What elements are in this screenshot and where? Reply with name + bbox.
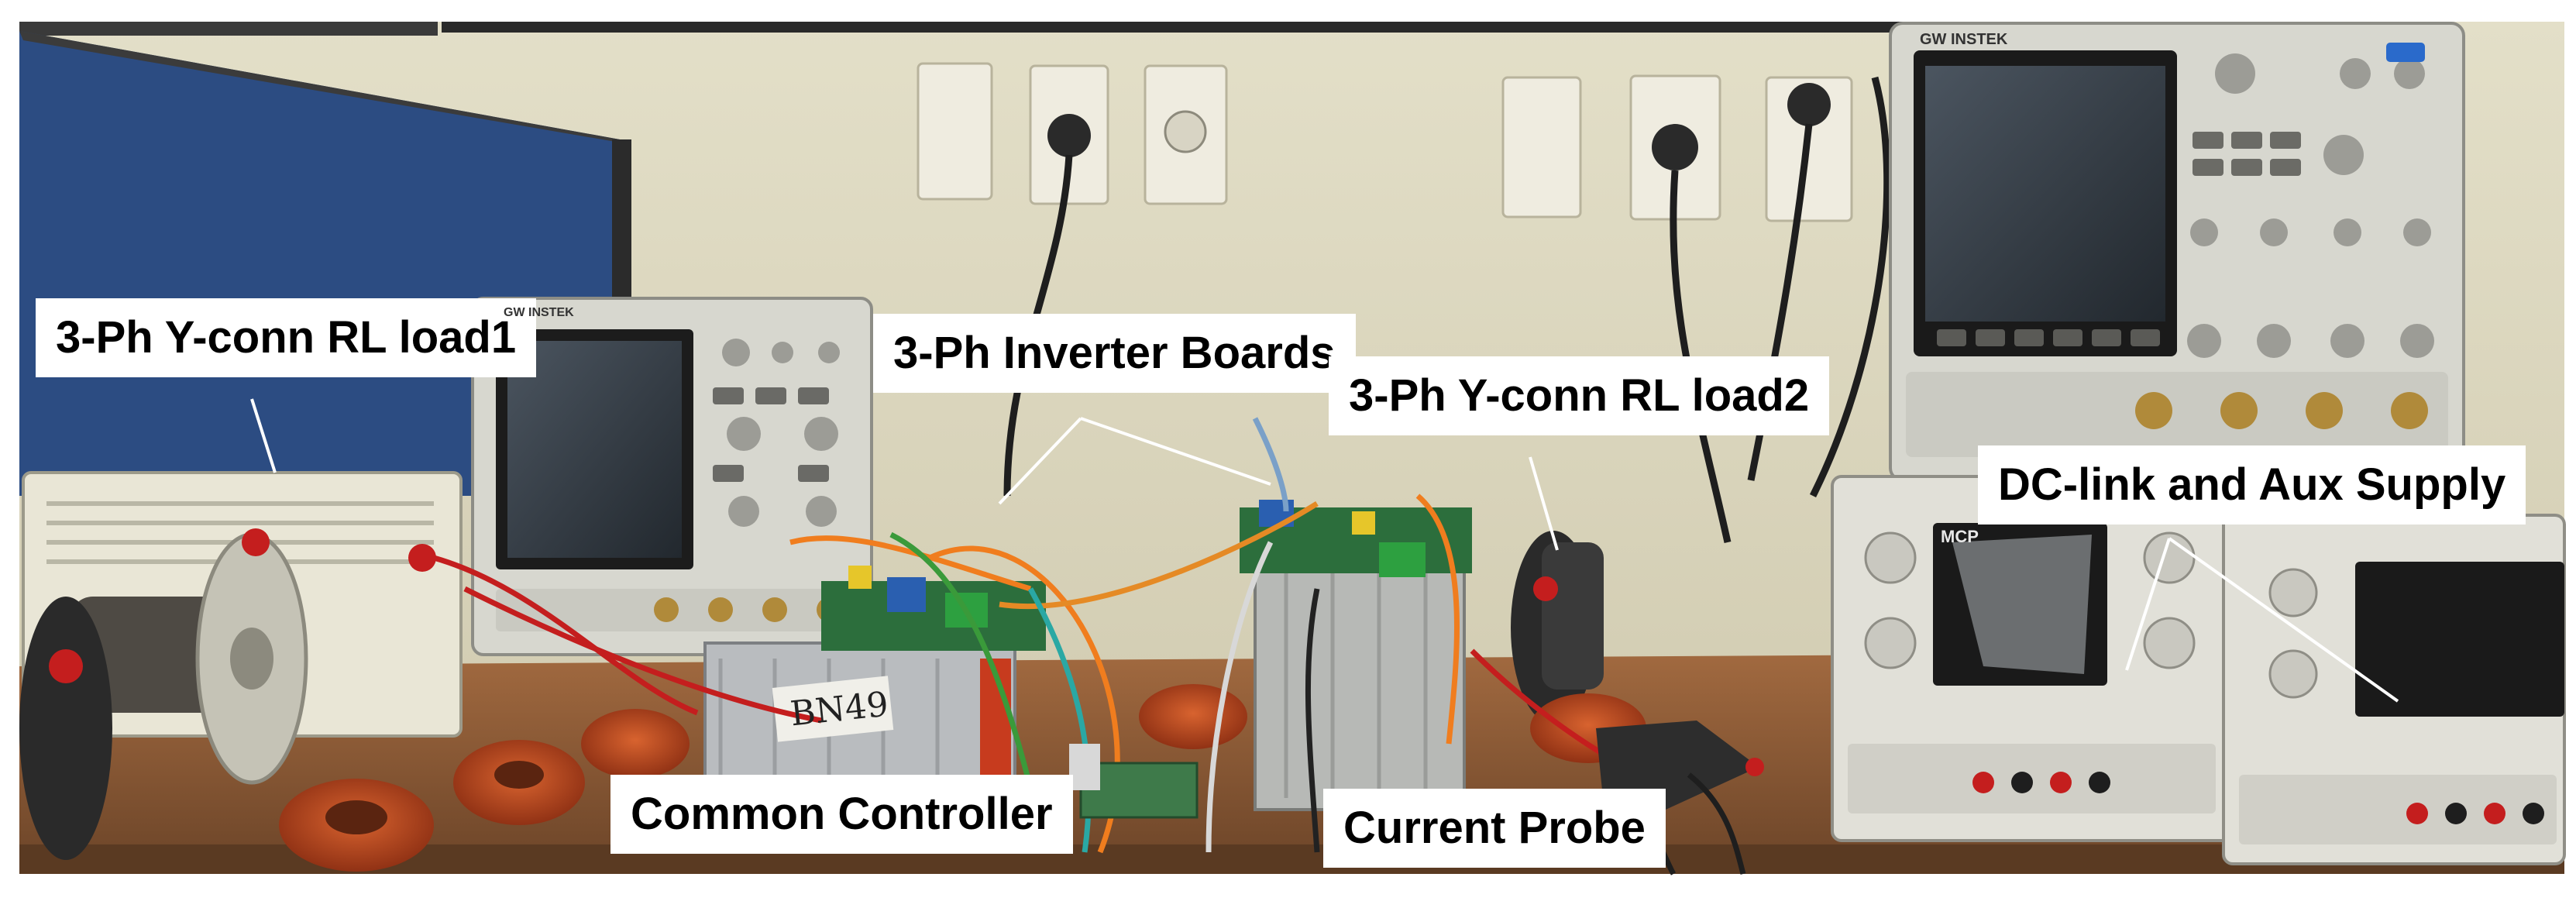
scope-brand-right: GW INSTEK: [1920, 31, 2008, 48]
label-common-controller: Common Controller: [610, 775, 1073, 854]
annotation-arrows: [250, 398, 2399, 823]
dc-power-supply-1: [1831, 475, 2233, 842]
rl-load1-rheostat: [19, 471, 463, 860]
inverter-board-2: [1240, 500, 1472, 811]
label-rl-load2: 3-Ph Y-conn RL load2: [1329, 356, 1830, 435]
right-oscilloscope: [1889, 22, 2465, 482]
label-rl-load1: 3-Ph Y-conn RL load1: [36, 298, 537, 377]
rl-load2-rheostat: [1511, 531, 1604, 724]
label-current-probe: Current Probe: [1323, 789, 1666, 868]
scope-brand-left: GW INSTEK: [504, 306, 574, 319]
label-dc-link-aux-supply: DC-link and Aux Supply: [1978, 445, 2526, 525]
supply-brand: MCP: [1941, 527, 1979, 546]
common-controller-board: [1069, 744, 1199, 819]
dc-power-supply-2: [2222, 514, 2566, 865]
label-inverter-boards: 3-Ph Inverter Boards: [873, 314, 1356, 393]
left-oscilloscope: [471, 297, 873, 656]
